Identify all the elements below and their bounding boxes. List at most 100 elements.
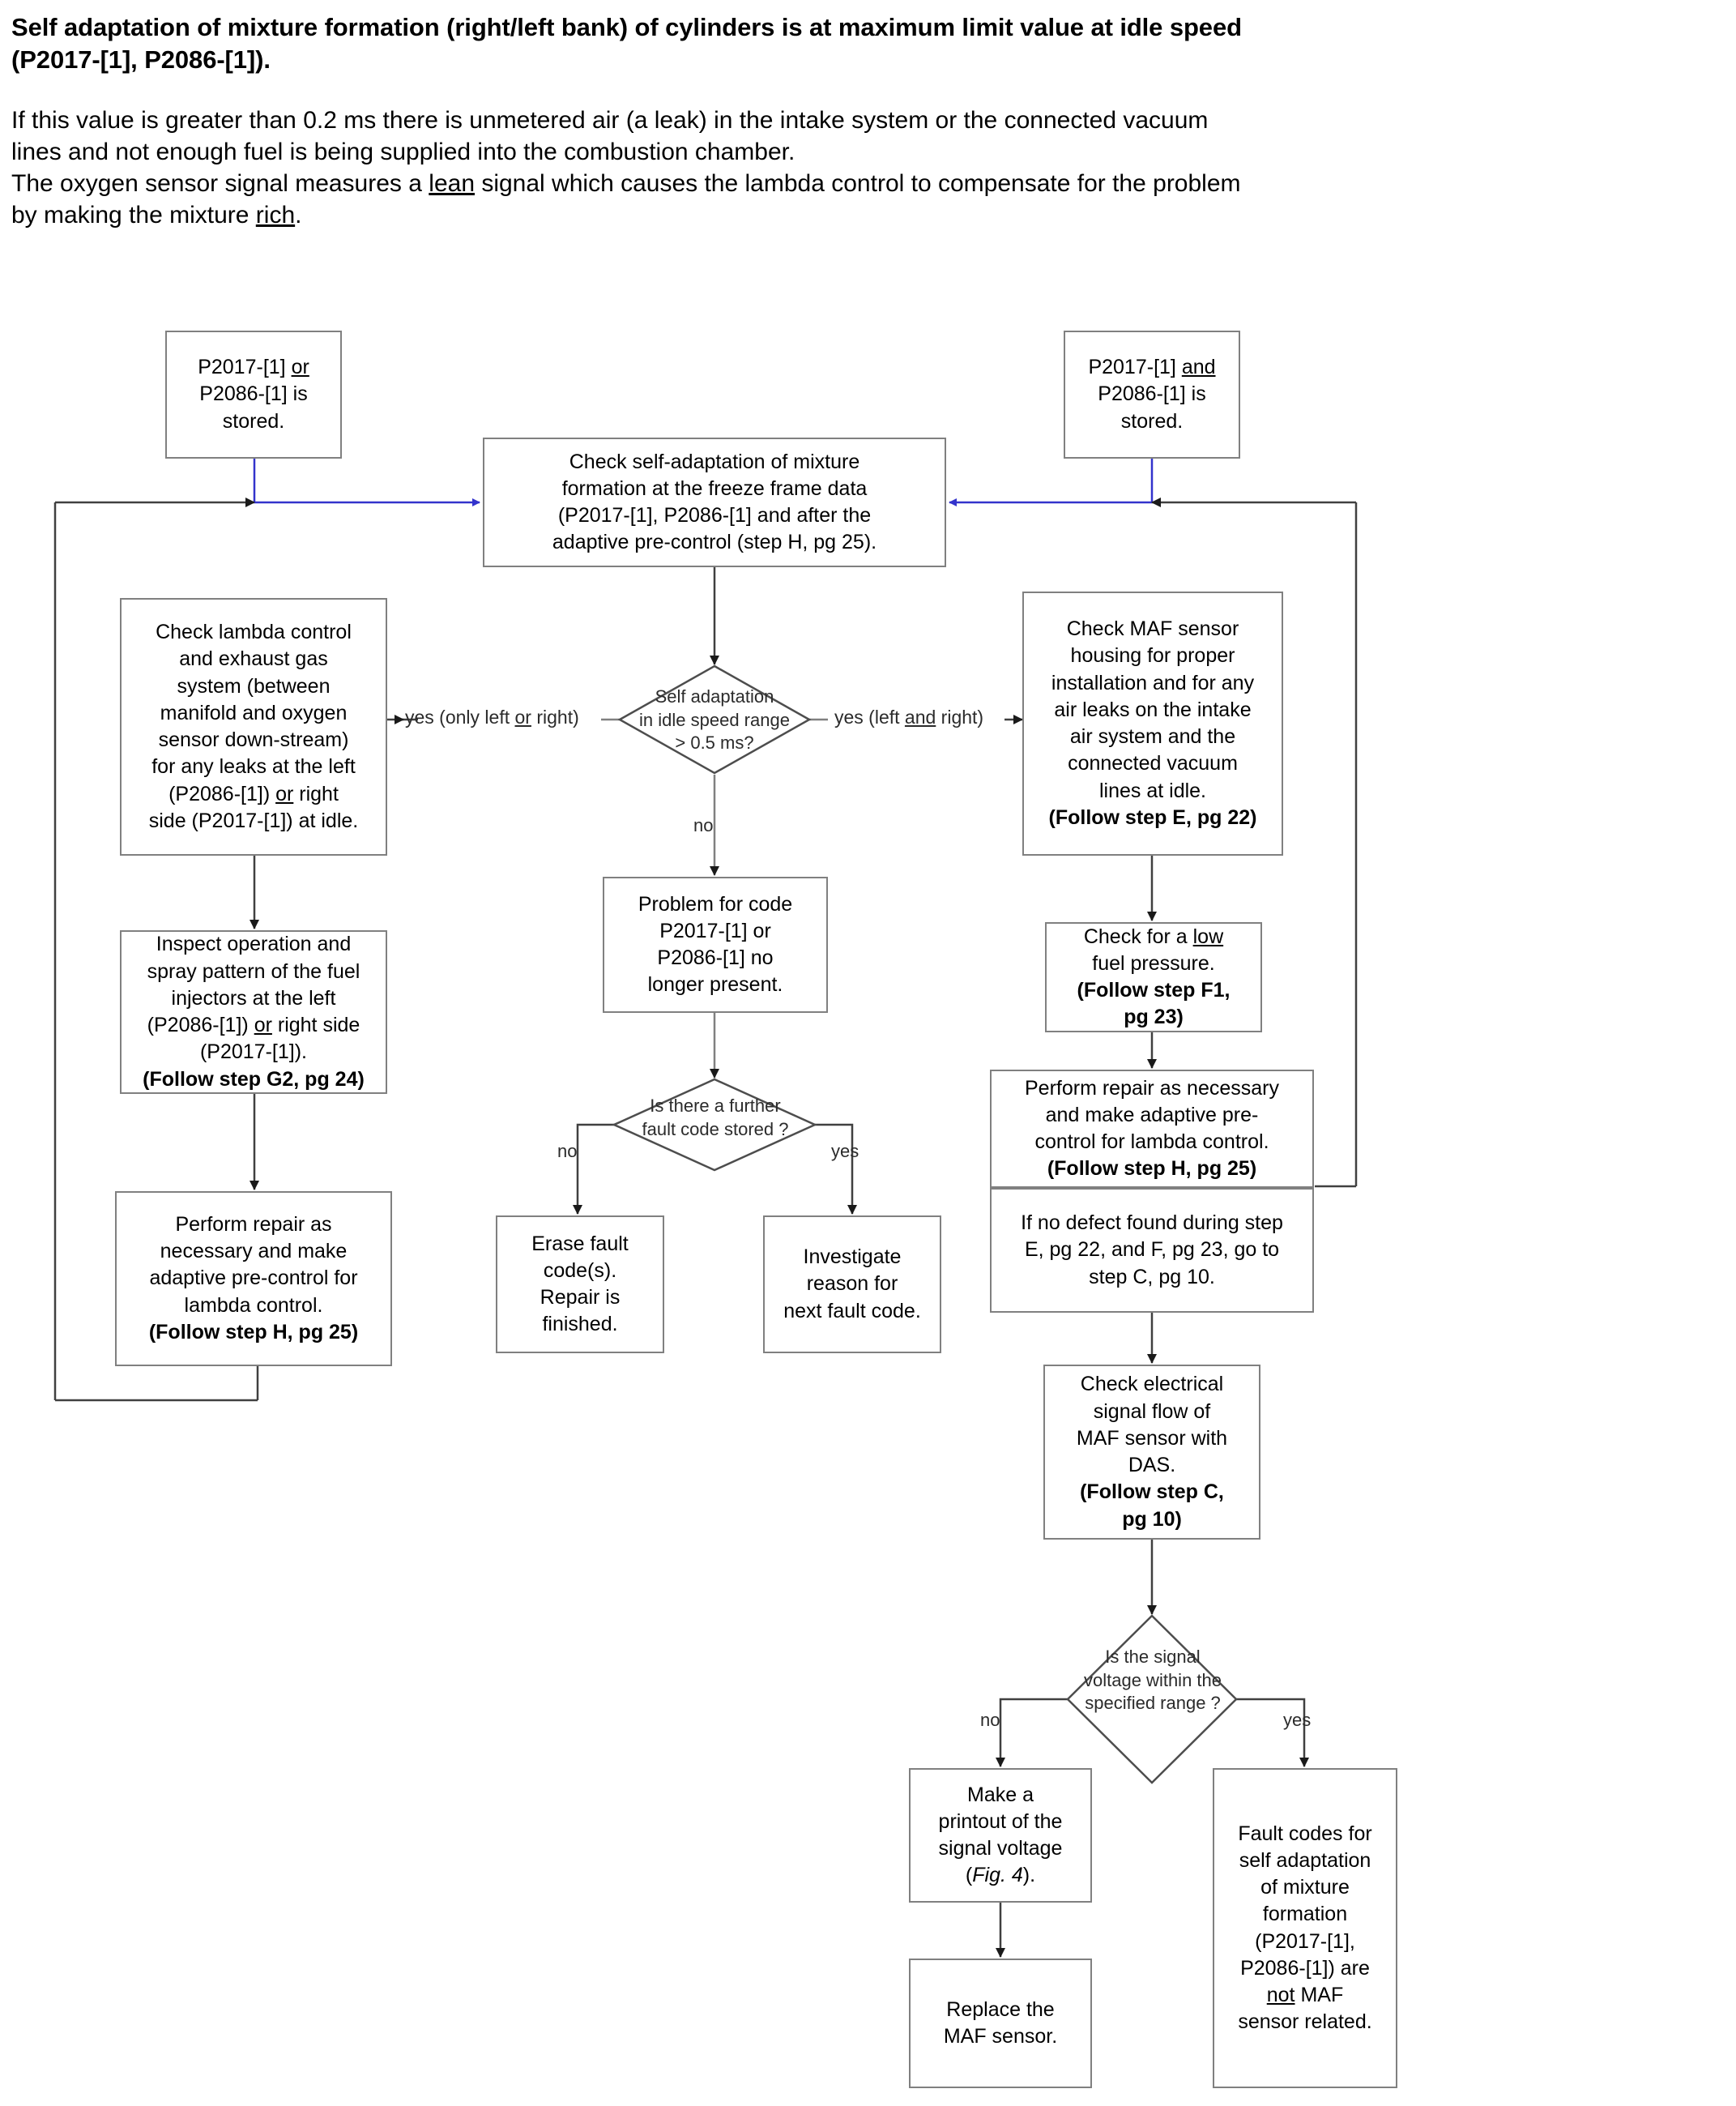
node-no-defect-note[interactable]: If no defect found during step E, pg 22,… <box>990 1188 1314 1313</box>
make-printout-line3: signal voltage <box>938 1837 1063 1860</box>
decision-further-fault-line2: fault code stored ? <box>642 1119 789 1139</box>
intro-p2-lean: lean <box>429 169 475 197</box>
check-maf-housing-line3: installation and for any <box>1051 671 1255 694</box>
node-perform-repair-right[interactable]: Perform repair as necessary and make ada… <box>990 1070 1314 1188</box>
fault-codes-line7-post: MAF <box>1295 1984 1344 2006</box>
check-fuel-pressure-line2: fuel pressure. <box>1092 951 1215 975</box>
fault-codes-line8: sensor related. <box>1238 2010 1372 2034</box>
decision-signal-voltage-line3: specified range ? <box>1085 1693 1221 1714</box>
problem-no-longer-line4: longer present. <box>647 973 783 997</box>
decision-further-fault-line1: Is there a further <box>650 1096 781 1117</box>
inspect-injectors-line4-pre: (P2086-[1]) <box>147 1014 254 1036</box>
page-title: Self adaptation of mixture formation (ri… <box>11 13 1242 75</box>
replace-maf-line1: Replace the <box>946 1997 1055 2021</box>
edge-label-yes-further-fault: yes <box>831 1141 859 1161</box>
intro-p2-rich: rich <box>255 201 296 229</box>
check-fuel-pressure-step2: pg 23) <box>1124 1006 1184 1029</box>
fault-codes-line5: (P2017-[1], <box>1255 1929 1355 1953</box>
node-check-maf-housing[interactable]: Check MAF sensor housing for proper inst… <box>1022 592 1283 856</box>
check-signal-flow-line3: MAF sensor with <box>1076 1426 1228 1450</box>
node-check-lambda-control[interactable]: Check lambda control and exhaust gas sys… <box>120 598 387 856</box>
fault-codes-line4: formation <box>1262 1903 1348 1926</box>
check-lambda-line8: side (P2017-[1]) at idle. <box>148 809 359 832</box>
check-maf-housing-line5: air system and the <box>1069 725 1236 748</box>
check-selfadapt-line4: adaptive pre-control (step H, pg 25). <box>552 531 877 554</box>
inspect-injectors-line4-post: right side <box>271 1014 360 1036</box>
inspect-injectors-line2: spray pattern of the fuel <box>147 959 360 983</box>
check-maf-housing-line2: housing for proper <box>1070 644 1235 668</box>
perform-repair-left-line3: adaptive pre-control for <box>149 1267 358 1290</box>
decision-self-adaptation-label[interactable]: Self adaptation in idle speed range > 0.… <box>625 686 804 755</box>
check-lambda-line6: for any leaks at the left <box>151 755 356 779</box>
make-printout-line2: printout of the <box>938 1809 1063 1833</box>
decision-further-fault-label[interactable]: Is there a further fault code stored ? <box>609 1092 821 1144</box>
intro-p2-line2-pre: by making the mixture <box>11 201 256 229</box>
node-check-self-adaptation[interactable]: Check self-adaptation of mixture formati… <box>483 438 946 567</box>
no-defect-note-line3: step C, pg 10. <box>1089 1265 1215 1288</box>
node-investigate-reason[interactable]: Investigate reason for next fault code. <box>763 1215 941 1353</box>
fault-codes-line3: of mixture <box>1260 1876 1350 1899</box>
perform-repair-right-line1: Perform repair as necessary <box>1024 1076 1279 1100</box>
intro-p2-end: . <box>295 201 302 229</box>
check-selfadapt-line2: formation at the freeze frame data <box>561 476 868 500</box>
fault-codes-not: not <box>1266 1984 1295 2006</box>
decision-selfadapt-line1: Self adaptation <box>655 686 774 707</box>
check-lambda-line2: and exhaust gas <box>179 647 328 671</box>
node-problem-no-longer-present[interactable]: Problem for code P2017-[1] or P2086-[1] … <box>603 877 828 1013</box>
erase-fault-line3: Repair is <box>540 1286 621 1309</box>
start-right-and: and <box>1181 356 1216 379</box>
node-fault-codes-not-maf[interactable]: Fault codes for self adaptation of mixtu… <box>1213 1768 1397 2088</box>
decision-selfadapt-line3: > 0.5 ms? <box>675 733 754 754</box>
inspect-injectors-line5: (P2017-[1]). <box>199 1040 307 1064</box>
node-check-fuel-pressure[interactable]: Check for a low fuel pressure. (Follow s… <box>1045 922 1262 1032</box>
check-lambda-line3: system (between <box>177 674 331 698</box>
check-signal-flow-step2: pg 10) <box>1122 1507 1182 1531</box>
node-start-right[interactable]: P2017-[1] and P2086-[1] is stored. <box>1064 331 1240 459</box>
check-signal-flow-line4: DAS. <box>1128 1454 1176 1476</box>
edge-yes-left-pre: yes (only left <box>405 707 515 728</box>
node-perform-repair-left[interactable]: Perform repair as necessary and make ada… <box>115 1191 392 1366</box>
start-left-line3: stored. <box>222 409 285 433</box>
check-lambda-line4: manifold and oxygen <box>160 701 348 724</box>
check-lambda-line1: Check lambda control <box>156 621 352 643</box>
no-defect-note-line2: E, pg 22, and F, pg 23, go to <box>1024 1238 1280 1262</box>
intro-paragraph-2: The oxygen sensor signal measures a lean… <box>11 168 1721 231</box>
edge-label-yes-only-left-or-right: yes (only left or right) <box>405 707 579 728</box>
node-start-left[interactable]: P2017-[1] or P2086-[1] is stored. <box>165 331 342 459</box>
check-maf-housing-step: (Follow step E, pg 22) <box>1048 805 1257 829</box>
node-check-signal-flow[interactable]: Check electrical signal flow of MAF sens… <box>1043 1365 1260 1540</box>
node-inspect-injectors[interactable]: Inspect operation and spray pattern of t… <box>120 930 387 1094</box>
edge-yes-right-and: and <box>904 707 936 728</box>
decision-signal-voltage-line1: Is the signal <box>1105 1647 1201 1668</box>
check-lambda-line5: sensor down-stream) <box>158 728 349 751</box>
node-replace-maf-sensor[interactable]: Replace the MAF sensor. <box>909 1959 1092 2088</box>
perform-repair-left-step: (Follow step H, pg 25) <box>148 1320 359 1343</box>
edge-yes-left-or: or <box>514 707 531 728</box>
start-left-or: or <box>291 356 309 379</box>
check-selfadapt-line1: Check self-adaptation of mixture <box>569 450 860 473</box>
investigate-reason-line3: next fault code. <box>783 1299 921 1322</box>
node-make-printout[interactable]: Make a printout of the signal voltage (F… <box>909 1768 1092 1903</box>
make-printout-line4-post: ). <box>1022 1864 1036 1887</box>
start-left-line1: P2017-[1] <box>198 356 292 379</box>
start-right-line2: P2086-[1] is <box>1098 382 1206 406</box>
start-right-line3: stored. <box>1120 409 1184 433</box>
check-signal-flow-step1: (Follow step C, <box>1080 1480 1224 1504</box>
intro-p2-mid: signal which causes the lambda control t… <box>475 169 1241 197</box>
start-left-line2: P2086-[1] is <box>199 382 308 406</box>
edge-label-yes-left-and-right: yes (left and right) <box>834 707 983 728</box>
decision-signal-voltage-label[interactable]: Is the signal voltage within the specifi… <box>1063 1642 1243 1719</box>
erase-fault-line2: code(s). <box>543 1258 617 1282</box>
perform-repair-left-line4: lambda control. <box>184 1293 323 1317</box>
node-erase-fault-codes[interactable]: Erase fault code(s). Repair is finished. <box>496 1215 664 1353</box>
decision-selfadapt-line2: in idle speed range <box>639 709 790 730</box>
make-printout-figref: Fig. 4 <box>972 1864 1023 1887</box>
check-fuel-pressure-line1-pre: Check for a <box>1083 925 1193 948</box>
problem-no-longer-line2: P2017-[1] or <box>659 919 771 942</box>
make-printout-line1: Make a <box>967 1783 1034 1806</box>
problem-no-longer-line3: P2086-[1] no <box>657 946 774 969</box>
replace-maf-line2: MAF sensor. <box>943 2025 1058 2048</box>
make-printout-line4-pre: ( <box>965 1864 973 1887</box>
edge-yes-left-post: right) <box>531 707 579 728</box>
